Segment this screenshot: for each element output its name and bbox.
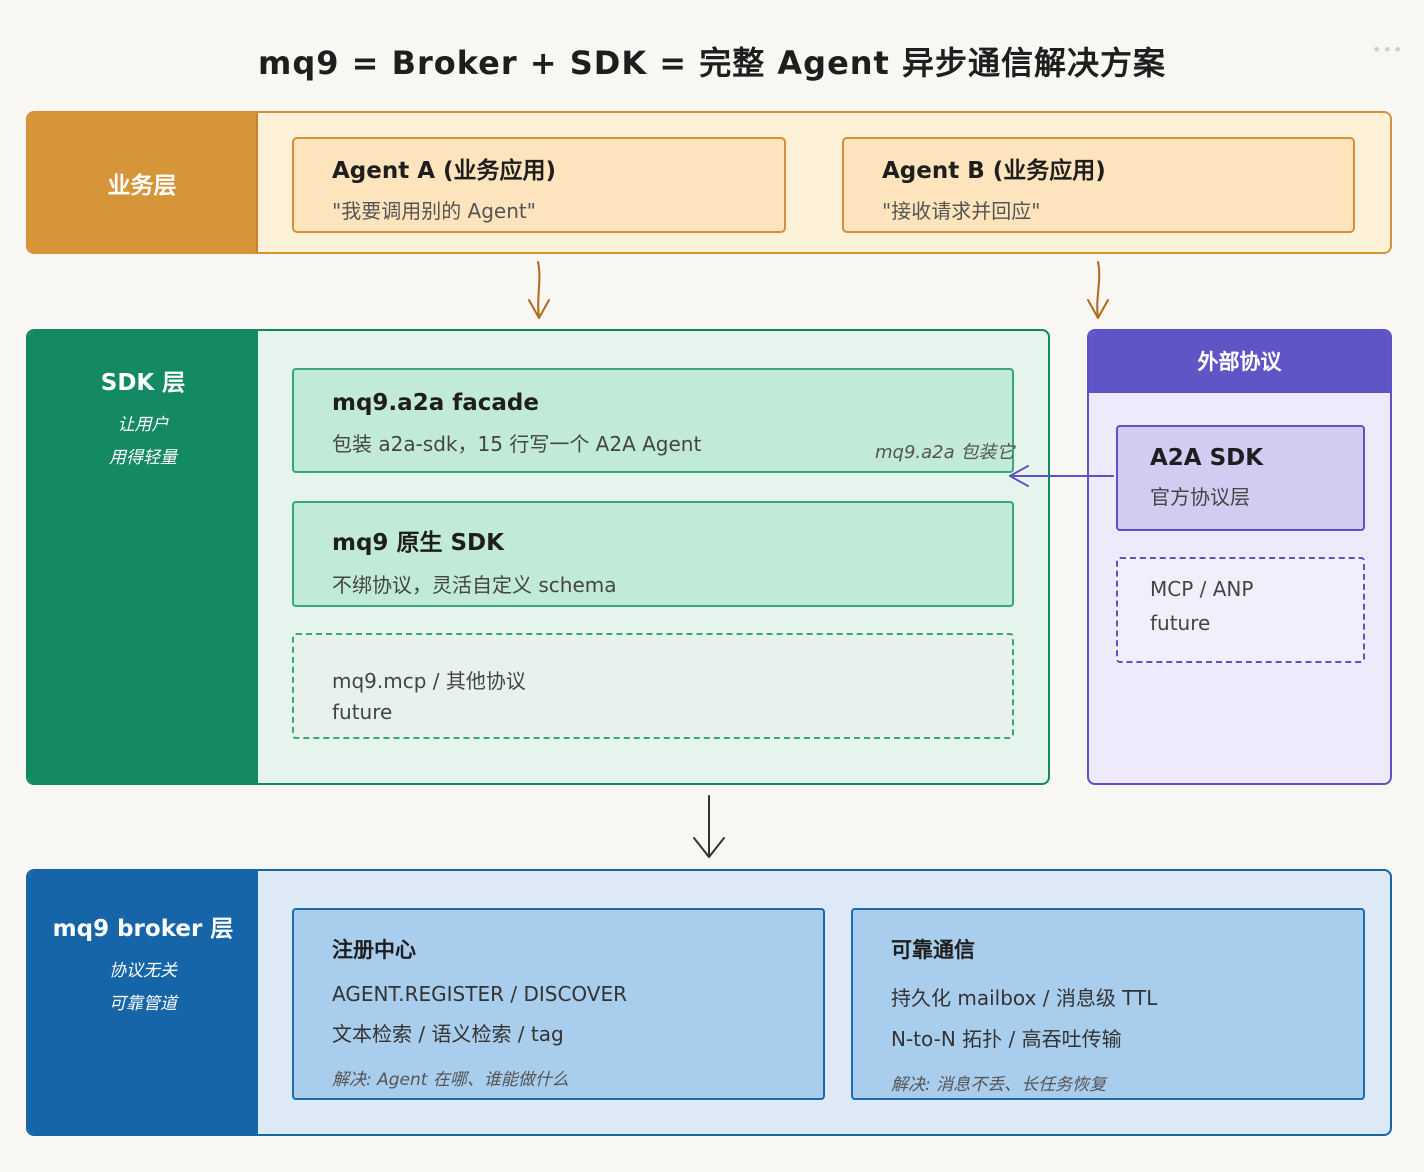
native-sdk-desc: 不绑协议，灵活自定义 schema — [332, 573, 617, 597]
mcp-future-line1: mq9.mcp / 其他协议 — [332, 669, 526, 693]
registry-line2: 文本检索 / 语义检索 / tag — [332, 1022, 564, 1046]
mcp-anp-line2: future — [1150, 611, 1211, 635]
broker-layer: mq9 broker 层 协议无关 可靠管道 注册中心 AGENT.REGIST… — [26, 869, 1392, 1136]
external-protocol-panel: 外部协议 A2A SDK 官方协议层 MCP / ANP future — [1087, 329, 1392, 785]
sdk-layer-name: SDK 层 — [100, 370, 186, 396]
mcp-anp-box: MCP / ANP future — [1116, 557, 1365, 663]
agent-a-title: Agent A (业务应用) — [332, 158, 557, 184]
sdk-layer: SDK 层 让用户 用得轻量 mq9.a2a facade 包装 a2a-sdk… — [26, 329, 1050, 785]
native-sdk-title: mq9 原生 SDK — [332, 530, 504, 556]
reliable-comm-box: 可靠通信 持久化 mailbox / 消息级 TTL N-to-N 拓扑 / 高… — [851, 908, 1365, 1100]
agent-a-down-arrow — [537, 261, 541, 319]
sdk-layer-subtitle-line: 让用户 — [117, 415, 169, 435]
business-layer-name: 业务层 — [107, 172, 177, 199]
a2a-facade-desc: 包装 a2a-sdk，15 行写一个 A2A Agent — [332, 432, 702, 456]
registry-title: 注册中心 — [332, 938, 416, 962]
agent-b-quote: "接收请求并回应" — [882, 199, 1041, 223]
broker-layer-subtitle-line: 协议无关 — [109, 961, 177, 981]
reliable-comm-solve: 解决: 消息不丢、长任务恢复 — [891, 1075, 1107, 1095]
mcp-anp-line1: MCP / ANP — [1150, 577, 1254, 601]
registry-box: 注册中心 AGENT.REGISTER / DISCOVER 文本检索 / 语义… — [292, 908, 825, 1100]
mcp-future-line2: future — [332, 700, 393, 724]
wrap-arrow-label: mq9.a2a 包装它 — [875, 442, 1015, 463]
a2a-wrap-arrowhead — [1009, 465, 1029, 487]
agent-a-box: Agent A (业务应用) "我要调用别的 Agent" — [292, 137, 786, 233]
registry-solve: 解决: Agent 在哪、谁能做什么 — [332, 1070, 569, 1090]
agent-b-down-arrowhead — [1087, 299, 1109, 319]
broker-layer-name: mq9 broker 层 — [52, 916, 234, 942]
diagram-title: mq9 = Broker + SDK = 完整 Agent 异步通信解决方案 — [257, 44, 1166, 82]
reliable-comm-title: 可靠通信 — [891, 938, 975, 962]
reliable-comm-line1: 持久化 mailbox / 消息级 TTL — [891, 986, 1158, 1010]
sdk-layer-label: SDK 层 让用户 用得轻量 — [28, 331, 258, 783]
a2a-sdk-title: A2A SDK — [1150, 445, 1264, 471]
agent-b-down-arrow — [1096, 261, 1101, 319]
broker-layer-subtitle: 协议无关 可靠管道 — [28, 955, 258, 1021]
agent-a-down-arrowhead — [528, 299, 550, 319]
native-sdk-box: mq9 原生 SDK 不绑协议，灵活自定义 schema — [292, 501, 1014, 607]
agent-b-title: Agent B (业务应用) — [882, 158, 1106, 184]
agent-b-box: Agent B (业务应用) "接收请求并回应" — [842, 137, 1355, 233]
more-icon[interactable]: ••• — [1372, 40, 1404, 59]
sdk-layer-subtitle: 让用户 用得轻量 — [28, 409, 258, 475]
a2a-sdk-box: A2A SDK 官方协议层 — [1116, 425, 1365, 531]
business-layer: 业务层 Agent A (业务应用) "我要调用别的 Agent" Agent … — [26, 111, 1392, 254]
a2a-facade-title: mq9.a2a facade — [332, 390, 539, 416]
broker-layer-subtitle-line: 可靠管道 — [109, 994, 177, 1014]
a2a-facade-box: mq9.a2a facade 包装 a2a-sdk，15 行写一个 A2A Ag… — [292, 368, 1014, 473]
a2a-sdk-desc: 官方协议层 — [1150, 485, 1250, 509]
agent-a-quote: "我要调用别的 Agent" — [332, 199, 536, 223]
business-layer-label: 业务层 — [28, 113, 258, 252]
registry-line1: AGENT.REGISTER / DISCOVER — [332, 982, 628, 1006]
broker-layer-label: mq9 broker 层 协议无关 可靠管道 — [28, 871, 258, 1134]
external-protocol-header: 外部协议 — [1089, 331, 1390, 393]
sdk-layer-subtitle-line: 用得轻量 — [109, 448, 177, 468]
reliable-comm-line2: N-to-N 拓扑 / 高吞吐传输 — [891, 1027, 1122, 1051]
sdk-to-broker-arrowhead — [693, 837, 725, 858]
mcp-future-box: mq9.mcp / 其他协议 future — [292, 633, 1014, 739]
